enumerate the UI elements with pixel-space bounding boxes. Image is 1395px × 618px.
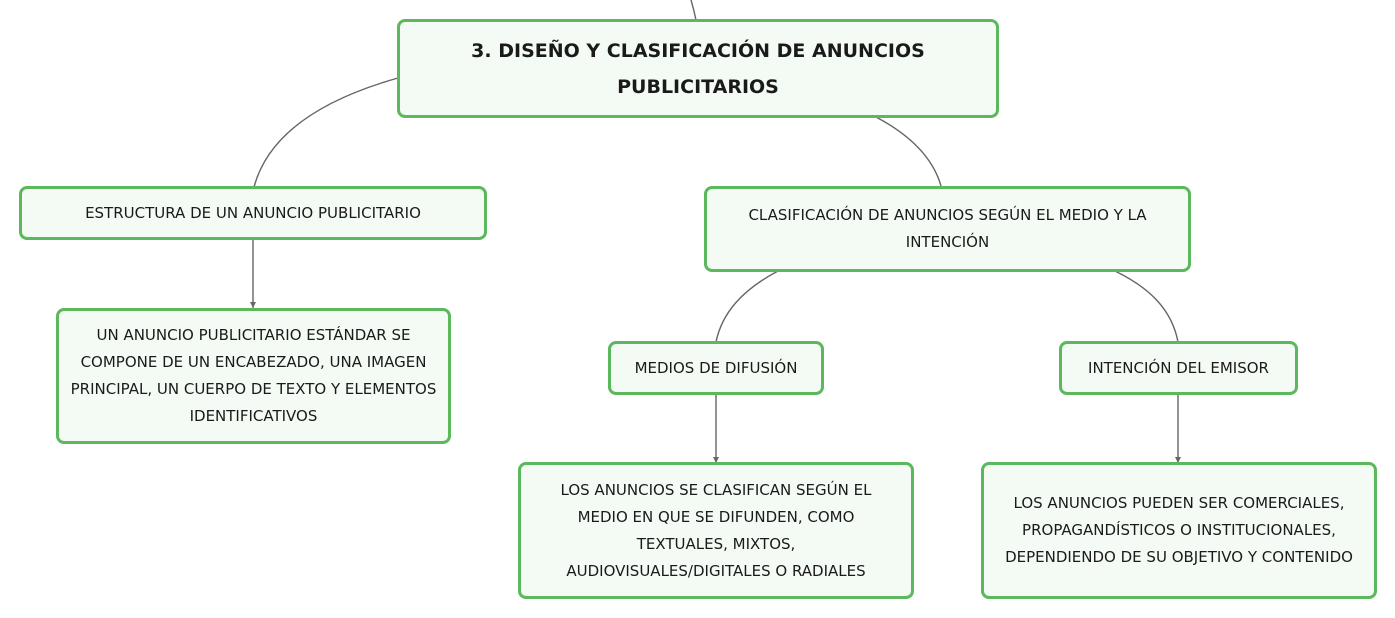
root-topic-label: 3. DISEÑO Y CLASIFICACIÓN DE ANUNCIOS PU…	[471, 39, 925, 98]
intent-topic-label: INTENCIÓN DEL EMISOR	[1088, 358, 1269, 377]
classification-topic-node[interactable]: CLASIFICACIÓN DE ANUNCIOS SEGÚN EL MEDIO…	[704, 186, 1191, 272]
connector-top-incoming	[690, 0, 697, 21]
connector-root-to-classification	[875, 116, 942, 187]
structure-topic-label: ESTRUCTURA DE UN ANUNCIO PUBLICITARIO	[85, 203, 421, 222]
arrow-intent-detail	[1175, 457, 1181, 463]
intent-topic-node[interactable]: INTENCIÓN DEL EMISOR	[1059, 341, 1298, 395]
media-topic-node[interactable]: MEDIOS DE DIFUSIÓN	[608, 341, 824, 395]
root-topic-node[interactable]: 3. DISEÑO Y CLASIFICACIÓN DE ANUNCIOS PU…	[397, 19, 999, 118]
structure-topic-node[interactable]: ESTRUCTURA DE UN ANUNCIO PUBLICITARIO	[19, 186, 487, 240]
connector-classification-to-media	[715, 270, 779, 343]
media-detail-label: LOS ANUNCIOS SE CLASIFICAN SEGÚN EL MEDI…	[560, 480, 872, 580]
connector-root-to-structure	[253, 77, 399, 188]
classification-topic-label: CLASIFICACIÓN DE ANUNCIOS SEGÚN EL MEDIO…	[748, 206, 1147, 251]
structure-detail-label: UN ANUNCIO PUBLICITARIO ESTÁNDAR SE COMP…	[70, 326, 437, 425]
arrow-media-detail	[713, 457, 719, 463]
structure-detail-node[interactable]: UN ANUNCIO PUBLICITARIO ESTÁNDAR SE COMP…	[56, 308, 451, 444]
media-topic-label: MEDIOS DE DIFUSIÓN	[634, 358, 798, 377]
media-detail-node[interactable]: LOS ANUNCIOS SE CLASIFICAN SEGÚN EL MEDI…	[518, 462, 914, 599]
intent-detail-node[interactable]: LOS ANUNCIOS PUEDEN SER COMERCIALES, PRO…	[981, 462, 1377, 599]
intent-detail-label: LOS ANUNCIOS PUEDEN SER COMERCIALES, PRO…	[1005, 494, 1353, 566]
arrow-structure-detail	[250, 302, 256, 308]
connector-classification-to-intent	[1114, 270, 1179, 343]
